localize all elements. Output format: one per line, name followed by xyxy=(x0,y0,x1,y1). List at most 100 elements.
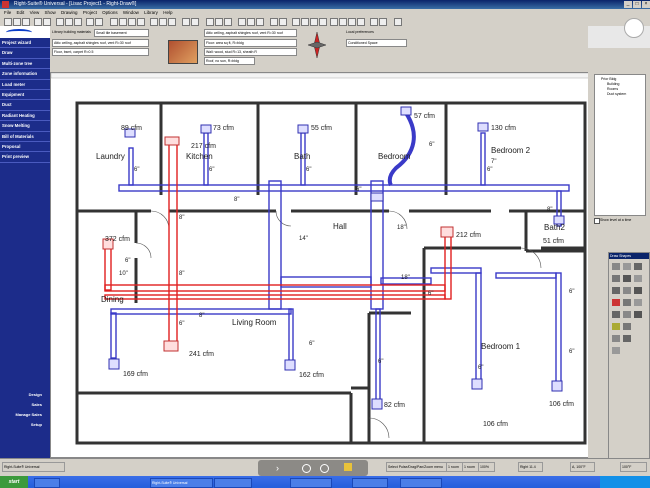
sidebar-design-button[interactable]: Design xyxy=(28,392,42,397)
minimize-button[interactable]: _ xyxy=(624,1,632,8)
redo-icon[interactable] xyxy=(95,18,103,26)
ceiling-field[interactable]: Attic ceiling, asphalt shingles roof, ve… xyxy=(52,39,149,47)
calc-icon[interactable] xyxy=(238,18,246,26)
duct-tool-icon[interactable] xyxy=(612,287,620,294)
sidebar-setup-button[interactable]: Setup xyxy=(30,422,42,427)
register-tool-icon[interactable] xyxy=(623,299,631,306)
equipment-tool-icon[interactable] xyxy=(612,311,620,318)
drawing-canvas[interactable]: Laundry Kitchen Bath Bedroom Bedroom 2 H… xyxy=(50,72,590,458)
next-icon[interactable]: › xyxy=(276,463,279,473)
show-level-checkbox[interactable] xyxy=(594,218,600,224)
floor-field[interactable]: Floor, bsmt, carpet R=0.5 xyxy=(52,48,149,56)
dimension-tool-icon[interactable] xyxy=(634,311,642,318)
door-tool-icon[interactable] xyxy=(612,275,620,282)
paste-icon[interactable] xyxy=(74,18,82,26)
register-icon[interactable] xyxy=(159,18,167,26)
sidebar-item-zone-information[interactable]: Zone information xyxy=(0,69,50,80)
zoom-prev-icon[interactable] xyxy=(357,18,365,26)
valve-tool-icon[interactable] xyxy=(623,335,631,342)
text-icon[interactable] xyxy=(182,18,190,26)
taskbar-item[interactable] xyxy=(352,478,388,488)
sidebar-item-duct[interactable]: Duct xyxy=(0,100,50,111)
pipe-tool-icon[interactable] xyxy=(612,335,620,342)
material-select[interactable]: Small tile basement xyxy=(94,29,149,37)
measure-icon[interactable] xyxy=(370,18,378,26)
menu-options[interactable]: Options xyxy=(102,10,118,15)
stair-tool-icon[interactable] xyxy=(634,275,642,282)
text-tool-icon[interactable] xyxy=(623,311,631,318)
taskbar-item-app[interactable]: Right-Suite® Universal xyxy=(150,478,213,488)
sidebar-item-proposal[interactable]: Proposal xyxy=(0,142,50,153)
tree-item[interactable]: Prior Bldg xyxy=(601,77,617,81)
sidebar-item-bill-of-materials[interactable]: Bill of Materials xyxy=(0,132,50,142)
sidebar-item-equipment[interactable]: Equipment xyxy=(0,90,50,101)
select-icon[interactable] xyxy=(110,18,118,26)
sidebar-item-snow-melting[interactable]: Snow Melting xyxy=(0,121,50,132)
dimension-icon[interactable] xyxy=(191,18,199,26)
thumbnail-icon[interactable] xyxy=(344,463,352,471)
dot-icon[interactable] xyxy=(302,464,311,473)
menu-file[interactable]: File xyxy=(4,10,12,15)
menu-show[interactable]: Show xyxy=(44,10,56,15)
panel-toggle-icon[interactable] xyxy=(624,18,644,38)
menu-window[interactable]: Window xyxy=(122,10,139,15)
dot-icon[interactable] xyxy=(320,464,329,473)
erase-tool-icon[interactable] xyxy=(612,347,620,354)
menu-library[interactable]: Library xyxy=(144,10,158,15)
fitting-tool-icon[interactable] xyxy=(623,287,631,294)
compass-icon[interactable] xyxy=(306,30,328,60)
wall-field[interactable]: Wall: wood, stud R=13, sheath R xyxy=(204,48,297,56)
room-tool-icon[interactable] xyxy=(634,263,642,270)
cut-icon[interactable] xyxy=(56,18,64,26)
save-icon[interactable] xyxy=(22,18,30,26)
menu-edit[interactable]: Edit xyxy=(16,10,25,15)
grille-icon[interactable] xyxy=(168,18,176,26)
print-icon[interactable] xyxy=(34,18,42,26)
menu-project[interactable]: Project xyxy=(82,10,97,15)
wall-icon[interactable] xyxy=(119,18,127,26)
symbol-tool-icon[interactable] xyxy=(623,323,631,330)
open-icon[interactable] xyxy=(13,18,21,26)
grille-tool-icon[interactable] xyxy=(634,299,642,306)
menu-help[interactable]: Help xyxy=(163,10,173,15)
floor-area-field[interactable]: Floor: area sq ft, R=bldg xyxy=(204,39,297,47)
mirror-icon[interactable] xyxy=(279,18,287,26)
trunk-tool-icon[interactable] xyxy=(634,287,642,294)
pan-icon[interactable] xyxy=(292,18,300,26)
close-button[interactable]: × xyxy=(642,1,650,8)
refresh-icon[interactable] xyxy=(301,18,309,26)
return-tool-icon[interactable] xyxy=(612,299,620,306)
window-icon[interactable] xyxy=(137,18,145,26)
taskbar-item[interactable] xyxy=(400,478,442,488)
space-select[interactable]: Conditioned Space xyxy=(346,39,407,47)
wall-tool-icon[interactable] xyxy=(623,263,631,270)
load-icon[interactable] xyxy=(256,18,264,26)
roof-field[interactable]: Attic ceiling, asphalt shingles roof, ve… xyxy=(204,29,297,37)
roof-sun-field[interactable]: Roof, no sun, R=bldg xyxy=(204,57,255,65)
tree-item[interactable]: Rooms xyxy=(607,87,619,91)
layer-icon[interactable] xyxy=(206,18,214,26)
start-button[interactable]: start xyxy=(0,476,28,488)
fit-icon[interactable] xyxy=(310,18,318,26)
zoom-window-icon[interactable] xyxy=(319,18,327,26)
zoom-in-icon[interactable] xyxy=(330,18,338,26)
report-icon[interactable] xyxy=(247,18,255,26)
sidebar-item-load-meter[interactable]: Load meter xyxy=(0,80,50,90)
grid-icon[interactable] xyxy=(215,18,223,26)
window-tool-icon[interactable] xyxy=(623,275,631,282)
tree-item[interactable]: Building xyxy=(607,82,620,86)
sidebar-sales-button[interactable]: Sales xyxy=(31,402,42,407)
taskbar-item[interactable] xyxy=(34,478,60,488)
rotate-icon[interactable] xyxy=(270,18,278,26)
snap-icon[interactable] xyxy=(224,18,232,26)
maximize-button[interactable]: □ xyxy=(633,1,641,8)
zoom-all-icon[interactable] xyxy=(348,18,356,26)
sidebar-manage-sales-button[interactable]: Manage Sales xyxy=(15,412,42,417)
sidebar-item-project-wizard[interactable]: Project wizard xyxy=(0,38,50,49)
preview-icon[interactable] xyxy=(43,18,51,26)
fixture-tool-icon[interactable] xyxy=(612,323,620,330)
help-icon[interactable] xyxy=(394,18,402,26)
sidebar-item-radiant-heating[interactable]: Radiant Heating xyxy=(0,111,50,122)
duct-icon[interactable] xyxy=(150,18,158,26)
area-icon[interactable] xyxy=(379,18,387,26)
